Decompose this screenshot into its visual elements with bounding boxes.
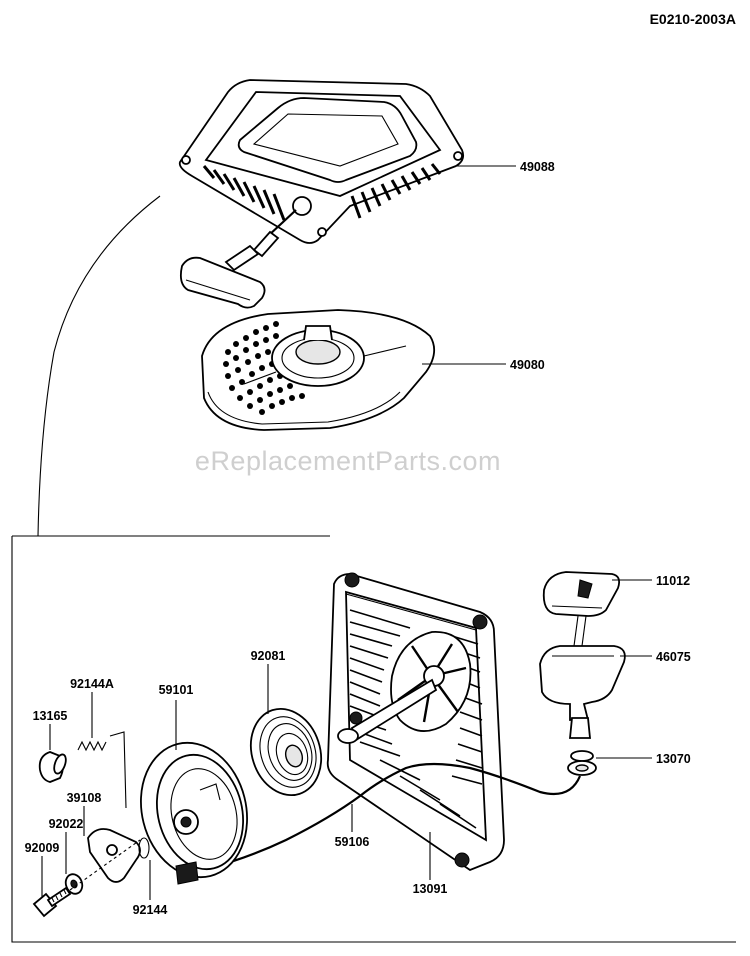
washer-illustration [64,873,84,895]
reel-plate-illustration [201,309,436,431]
assembly-connector [37,195,161,537]
part-label-49088[interactable]: 49088 [520,160,555,174]
part-label-11012[interactable]: 11012 [656,574,690,588]
part-label-92144[interactable]: 92144 [133,903,168,917]
part-label-39108[interactable]: 39108 [67,791,102,805]
part-label-49080[interactable]: 49080 [510,358,545,372]
part-label-92144A[interactable]: 92144A [70,677,114,691]
part-label-46075[interactable]: 46075 [656,650,691,664]
ratchet-illustration [87,828,141,883]
bolt-illustration [32,839,141,918]
part-label-13070[interactable]: 13070 [656,752,691,766]
part-label-92081[interactable]: 92081 [251,649,286,663]
part-label-13165[interactable]: 13165 [33,709,68,723]
recoil-spring-illustration [250,707,322,797]
part-label-59106[interactable]: 59106 [335,835,370,849]
rope-reel-illustration [140,741,248,885]
part-label-92022[interactable]: 92022 [49,817,84,831]
handle-cap-illustration [542,571,621,617]
rope-grommet-illustration [567,750,597,776]
friction-spring-illustration [138,837,150,859]
part-label-92009[interactable]: 92009 [25,841,60,855]
ratchet-spring-illustration [77,740,107,752]
starter-rope [209,762,582,870]
starter-housing-illustration [326,572,505,872]
watermark: eReplacementParts.com [195,446,501,476]
assembly-line-92144A [109,731,127,809]
assembly-frame [11,536,736,943]
starter-cover-illustration [178,79,465,309]
part-label-59101[interactable]: 59101 [159,683,194,697]
ratchet-cap-illustration [38,751,67,783]
part-label-13091[interactable]: 13091 [413,882,448,896]
starter-handle-illustration [539,615,626,739]
diagram-code: E0210-2003A [650,11,736,27]
